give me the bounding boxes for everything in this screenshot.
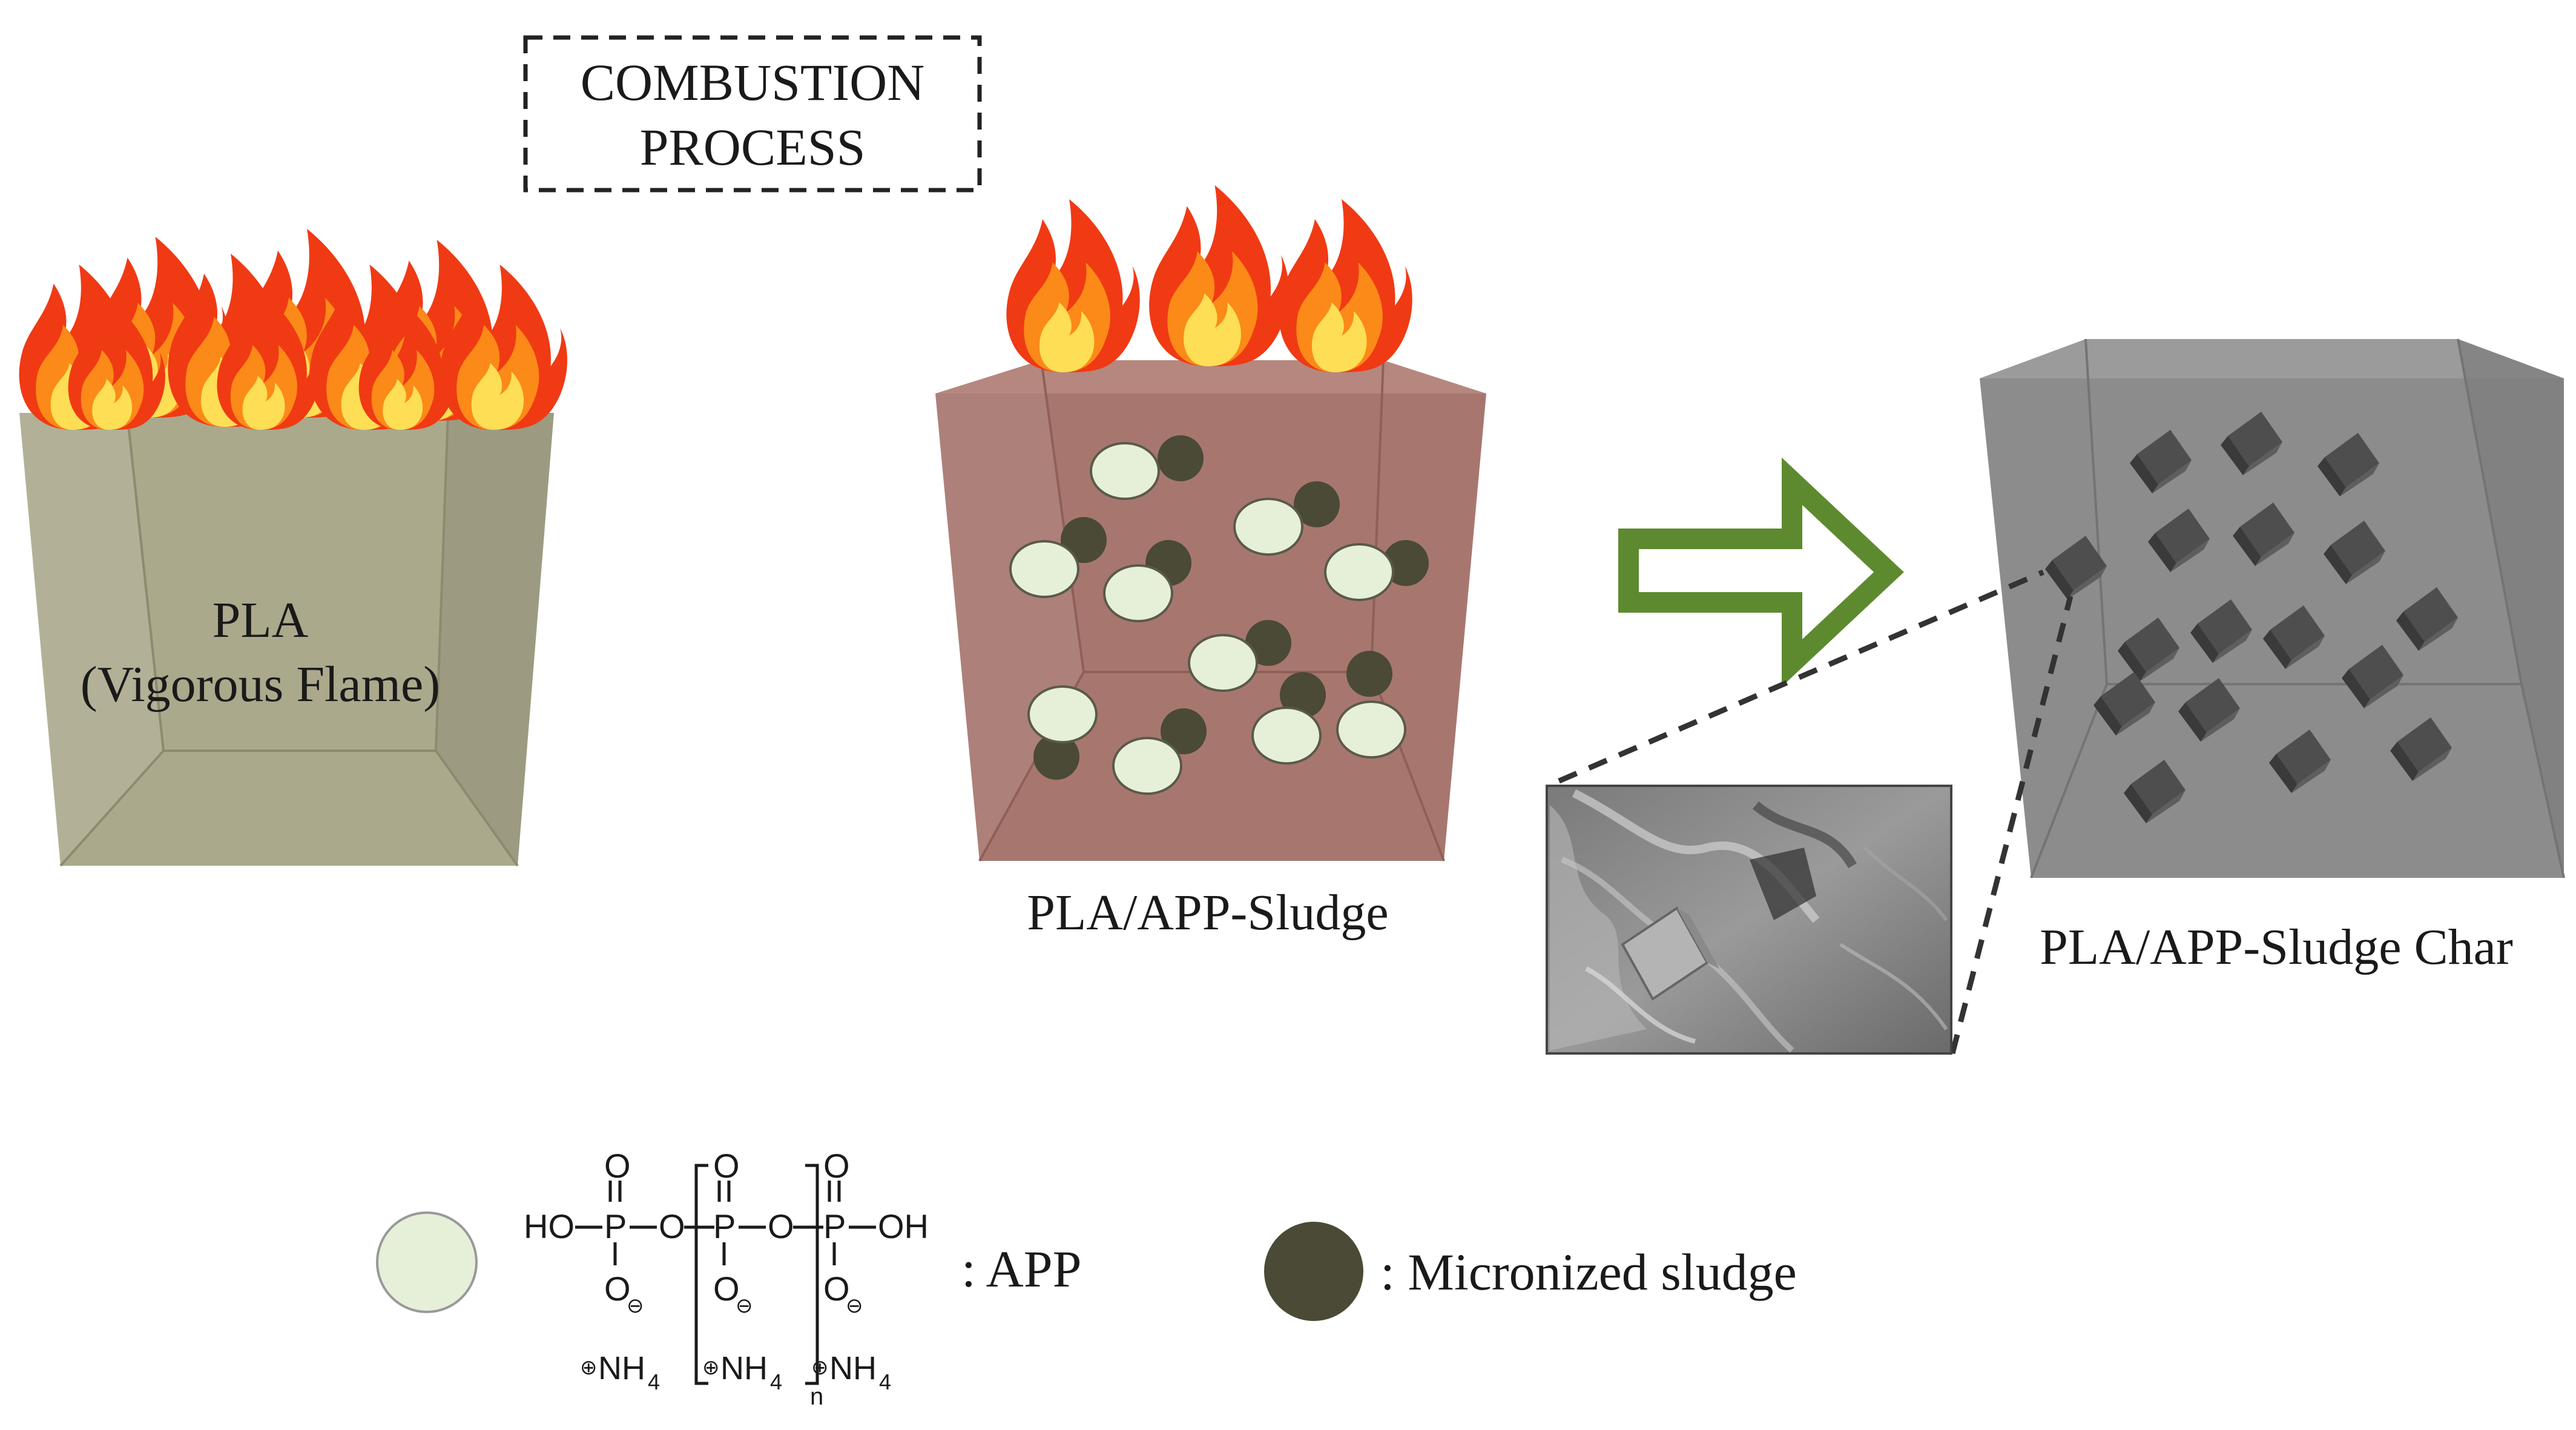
flame-icon [1279, 199, 1412, 372]
formula-o-top3: O [823, 1147, 850, 1185]
char-label: PLA/APP-Sludge Char [2040, 919, 2513, 975]
app-particle [1251, 707, 1322, 765]
app-legend-marker [376, 1211, 478, 1313]
char-platelet [2317, 433, 2379, 496]
app-particle [1090, 442, 1160, 500]
zoom-lines [1558, 569, 2074, 1055]
sludge-legend-marker [1264, 1222, 1363, 1321]
char-platelet [2390, 717, 2452, 781]
particles [1009, 435, 1429, 795]
app-particle [1233, 498, 1303, 556]
title-line1: COMBUSTION [581, 53, 925, 111]
right-arrow-outline-icon [1618, 457, 1904, 687]
char-platelets [2045, 412, 2458, 823]
char-platelet [2396, 587, 2458, 651]
pla-label-line1: PLA [212, 592, 309, 648]
pla-label-line2: (Vigorous Flame) [81, 656, 441, 713]
flames-pla-app-sludge [1006, 185, 1412, 372]
sludge-particle [1280, 672, 1326, 718]
flame-icon [217, 296, 320, 430]
app-legend-label: : APP [961, 1240, 1081, 1298]
pla-app-sludge-box: PLA/APP-Sludge [935, 185, 1486, 941]
sludge-particle [1383, 540, 1429, 586]
app-particle [1188, 634, 1258, 692]
formula-sub4-2: 4 [770, 1369, 782, 1394]
app-particle [1112, 737, 1182, 795]
formula-p3: P [823, 1207, 846, 1245]
title-box: COMBUSTION PROCESS [523, 35, 982, 193]
formula-o-bridge2: O [768, 1207, 794, 1245]
sem-micrograph [1546, 785, 1952, 1055]
formula-plus3: ⊕ [811, 1356, 829, 1379]
sludge-legend-label: : Micronized sludge [1380, 1243, 1797, 1301]
flames-pla [19, 229, 567, 430]
formula-sub-n: n [810, 1383, 823, 1410]
app-structural-formula: HO P O O ⊖ O P O O ⊖ O [524, 1147, 929, 1410]
sludge-particle [1294, 481, 1340, 527]
formula-p1: P [604, 1207, 627, 1245]
formula-nh4-3: NH [829, 1350, 877, 1386]
char-platelet [2178, 678, 2240, 742]
flame-icon [1006, 199, 1140, 372]
flame-icon [68, 304, 165, 430]
char-platelet [2190, 599, 2252, 663]
formula-plus1: ⊕ [580, 1356, 598, 1379]
sludge-particle [1245, 620, 1291, 666]
formula-plus2: ⊕ [702, 1356, 720, 1379]
sludge-particle [1346, 651, 1392, 697]
formula-o-bottom3: O [823, 1270, 850, 1308]
flame-icon [1149, 185, 1289, 366]
app-particle [1336, 700, 1406, 759]
app-particle [1103, 564, 1173, 622]
char-platelet [2269, 730, 2331, 793]
formula-o-bottom1: O [604, 1270, 631, 1308]
formula-o-bottom2: O [713, 1270, 740, 1308]
pla-app-sludge-label: PLA/APP-Sludge [1027, 885, 1388, 941]
formula-o-top2: O [713, 1147, 740, 1185]
app-particle [1324, 543, 1394, 601]
flame-icon [358, 304, 456, 430]
formula-oh: OH [878, 1207, 929, 1245]
formula-p2: P [713, 1207, 736, 1245]
pla-box-face [19, 413, 554, 866]
app-particle [1009, 540, 1079, 598]
formula-o-top1: O [604, 1147, 631, 1185]
char-platelet [2124, 760, 2186, 823]
legend: HO P O O ⊖ O P O O ⊖ O [376, 1147, 1797, 1410]
char-platelet [2263, 605, 2325, 669]
formula-nh4-2: NH [720, 1350, 768, 1386]
char-platelet [2093, 672, 2155, 736]
pla-box: PLA (Vigorous Flame) [19, 229, 567, 867]
title-line2: PROCESS [640, 118, 866, 176]
sludge-particle [1161, 708, 1207, 754]
formula-minus2: ⊖ [736, 1294, 753, 1317]
char-platelet [2045, 536, 2107, 599]
char-platelet [2342, 645, 2403, 708]
char-platelet [2221, 412, 2282, 475]
formula-ho: HO [524, 1207, 575, 1245]
formula-minus1: ⊖ [627, 1294, 644, 1317]
flame-icon [440, 265, 567, 430]
char-platelet [2148, 509, 2210, 572]
sludge-particle [1158, 435, 1204, 481]
char-box: PLA/APP-Sludge Char [1980, 338, 2565, 975]
formula-sub4-1: 4 [648, 1369, 660, 1394]
formula-minus3: ⊖ [846, 1294, 863, 1317]
app-particle [1027, 685, 1098, 743]
formula-o-bridge1: O [659, 1207, 685, 1245]
char-platelet [2233, 502, 2294, 566]
char-platelet [2118, 618, 2179, 681]
sludge-particle [1033, 734, 1079, 780]
char-platelet [2130, 430, 2192, 493]
formula-nh4-1: NH [598, 1350, 645, 1386]
formula-sub4-3: 4 [879, 1369, 891, 1394]
char-platelet [2324, 521, 2385, 584]
